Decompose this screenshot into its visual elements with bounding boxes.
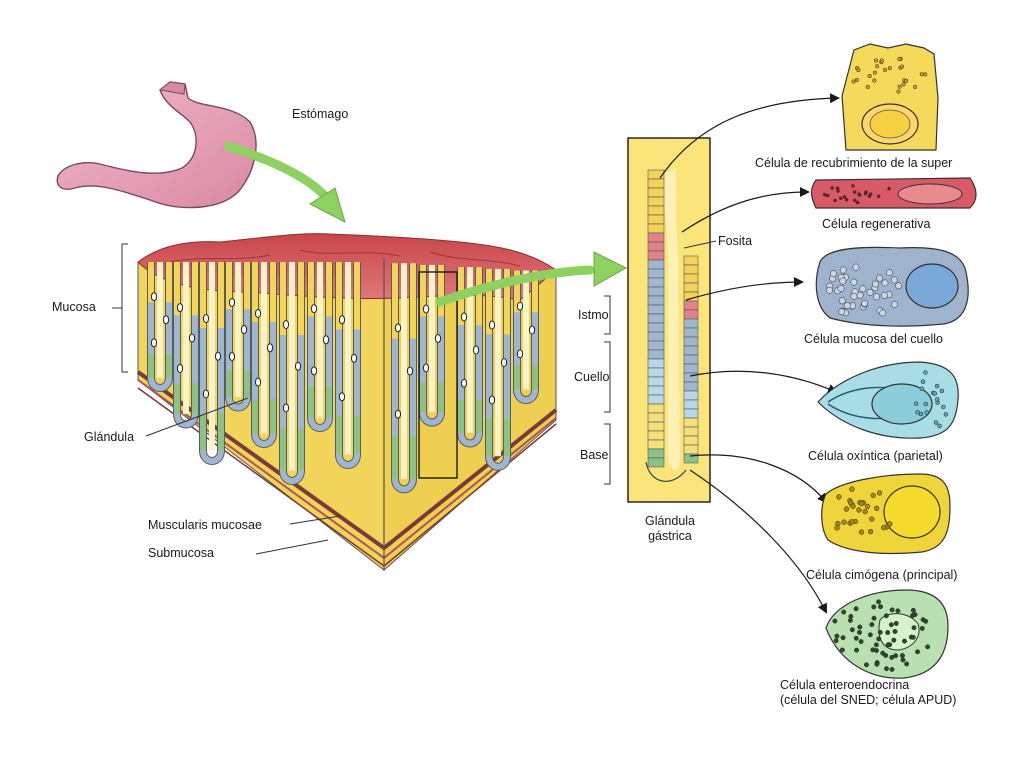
gastric-gland-detail <box>627 137 711 503</box>
submucosa-leader <box>255 539 329 555</box>
label-chief-cell: Célula cimógena (principal) <box>806 568 958 582</box>
label-enteroendocrine-cell: Célula enteroendocrina (célula del SNED;… <box>780 678 956 708</box>
enteroendocrine-cell <box>825 589 949 679</box>
parietal-cell <box>817 361 959 439</box>
label-gastric-gland-line1: Glándula <box>644 514 696 528</box>
regenerative-cell <box>810 177 977 209</box>
label-submucosa: Submucosa <box>148 546 215 560</box>
muscularis-leader <box>289 515 341 525</box>
label-fosita: Fosita <box>718 234 753 248</box>
region-brackets <box>604 295 611 485</box>
label-mucous-neck-cell: Célula mucosa del cuello <box>804 332 943 346</box>
mucous-neck-cell <box>815 246 969 327</box>
label-enteroendocrine-line1: Célula enteroendocrina <box>780 678 910 692</box>
zoom-arrow-gland <box>435 251 628 307</box>
label-base: Base <box>580 448 609 462</box>
cell-arrows <box>659 93 840 614</box>
label-gastric-gland: Glándula gástrica <box>628 514 712 544</box>
mucosa-bracket <box>112 243 128 373</box>
label-regenerative-cell: Célula regenerativa <box>822 217 931 231</box>
label-glandula: Glándula <box>84 430 135 444</box>
mucosa-block <box>136 233 558 572</box>
label-muscularis-mucosae: Muscularis mucosae <box>148 518 262 532</box>
label-parietal-cell: Célula oxíntica (parietal) <box>808 449 943 463</box>
label-mucosa: Mucosa <box>52 300 96 314</box>
glandula-leader <box>145 397 249 437</box>
label-surface-cell: Célula de recubrimiento de la super <box>755 156 953 170</box>
chief-cell <box>821 473 951 555</box>
stomach-illustration <box>56 81 257 209</box>
label-gastric-gland-line2: gástrica <box>648 529 692 543</box>
label-istmo: Istmo <box>578 308 609 322</box>
label-cuello: Cuello <box>574 370 610 384</box>
fosita-leader <box>683 240 717 249</box>
label-enteroendocrine-line2: (célula del SNED; célula APUD) <box>780 693 957 707</box>
gastric-glands <box>147 262 539 494</box>
label-stomach: Estómago <box>292 107 349 121</box>
zoom-arrow-stomach <box>223 141 346 223</box>
surface-mucous-cell <box>841 43 939 151</box>
